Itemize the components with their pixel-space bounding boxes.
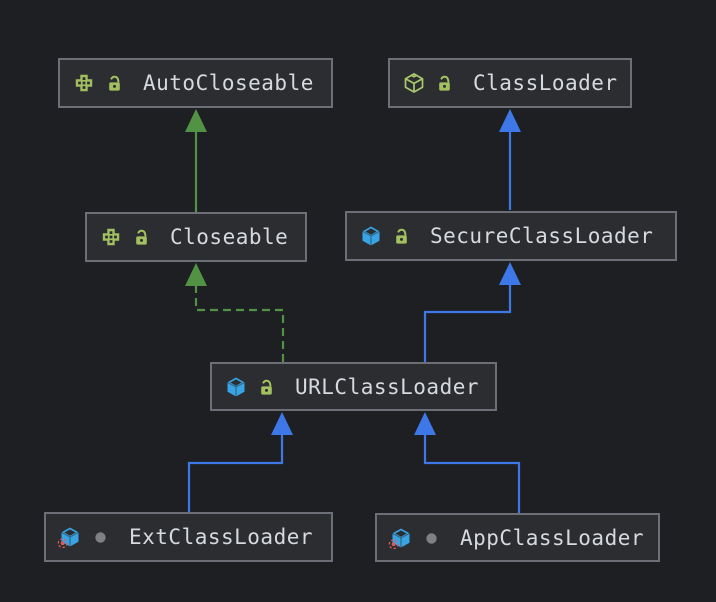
abstract-class-icon [403, 72, 425, 94]
node-classloader[interactable]: ClassLoader [388, 58, 632, 108]
arrowhead [499, 109, 521, 132]
node-extclassloader[interactable]: ExtClassLoader [44, 512, 333, 562]
arrowhead [414, 412, 436, 435]
edge-appclassloader-extends-urlclassloader [414, 412, 521, 513]
interface-icon [73, 72, 95, 94]
class-name-label: ExtClassLoader [129, 525, 314, 549]
public-lock-icon [133, 228, 150, 246]
final-marker-icon [57, 538, 68, 549]
class-name-label: ClassLoader [473, 71, 618, 95]
final-marker-icon [388, 538, 399, 549]
final-class-icon [57, 526, 81, 549]
class-icon [360, 225, 382, 247]
interface-icon [100, 226, 122, 248]
edge-urlclassloader-implements-closeable [185, 263, 285, 362]
class-name-label: AutoCloseable [143, 71, 314, 95]
arrowhead [185, 263, 207, 286]
edge-secureclassloader-extends-classloader [499, 109, 521, 210]
package-private-dot-icon [423, 529, 440, 547]
public-lock-icon [393, 227, 410, 245]
class-name-label: AppClassLoader [460, 525, 645, 550]
public-lock-icon [106, 74, 123, 92]
public-lock-icon [258, 378, 275, 396]
node-secureclassloader[interactable]: SecureClassLoader [345, 211, 677, 261]
public-lock-icon [436, 74, 453, 92]
package-private-dot-icon [92, 528, 109, 546]
class-name-label: URLClassLoader [295, 374, 480, 399]
node-autocloseable[interactable]: AutoCloseable [58, 58, 333, 108]
class-name-label: Closeable [170, 225, 289, 249]
class-icon [225, 376, 247, 398]
final-class-icon [388, 527, 412, 549]
node-urlclassloader[interactable]: URLClassLoader [210, 362, 497, 411]
arrowhead [271, 412, 293, 435]
arrowhead [185, 109, 207, 132]
edge-extclassloader-extends-urlclassloader [187, 412, 293, 512]
node-appclassloader[interactable]: AppClassLoader [375, 513, 660, 562]
arrowhead [499, 262, 521, 285]
node-closeable[interactable]: Closeable [85, 212, 307, 262]
edge-closeable-extends-autocloseable [185, 109, 207, 212]
edge-urlclassloader-extends-secureclassloader [423, 262, 521, 362]
class-name-label: SecureClassLoader [430, 224, 654, 248]
